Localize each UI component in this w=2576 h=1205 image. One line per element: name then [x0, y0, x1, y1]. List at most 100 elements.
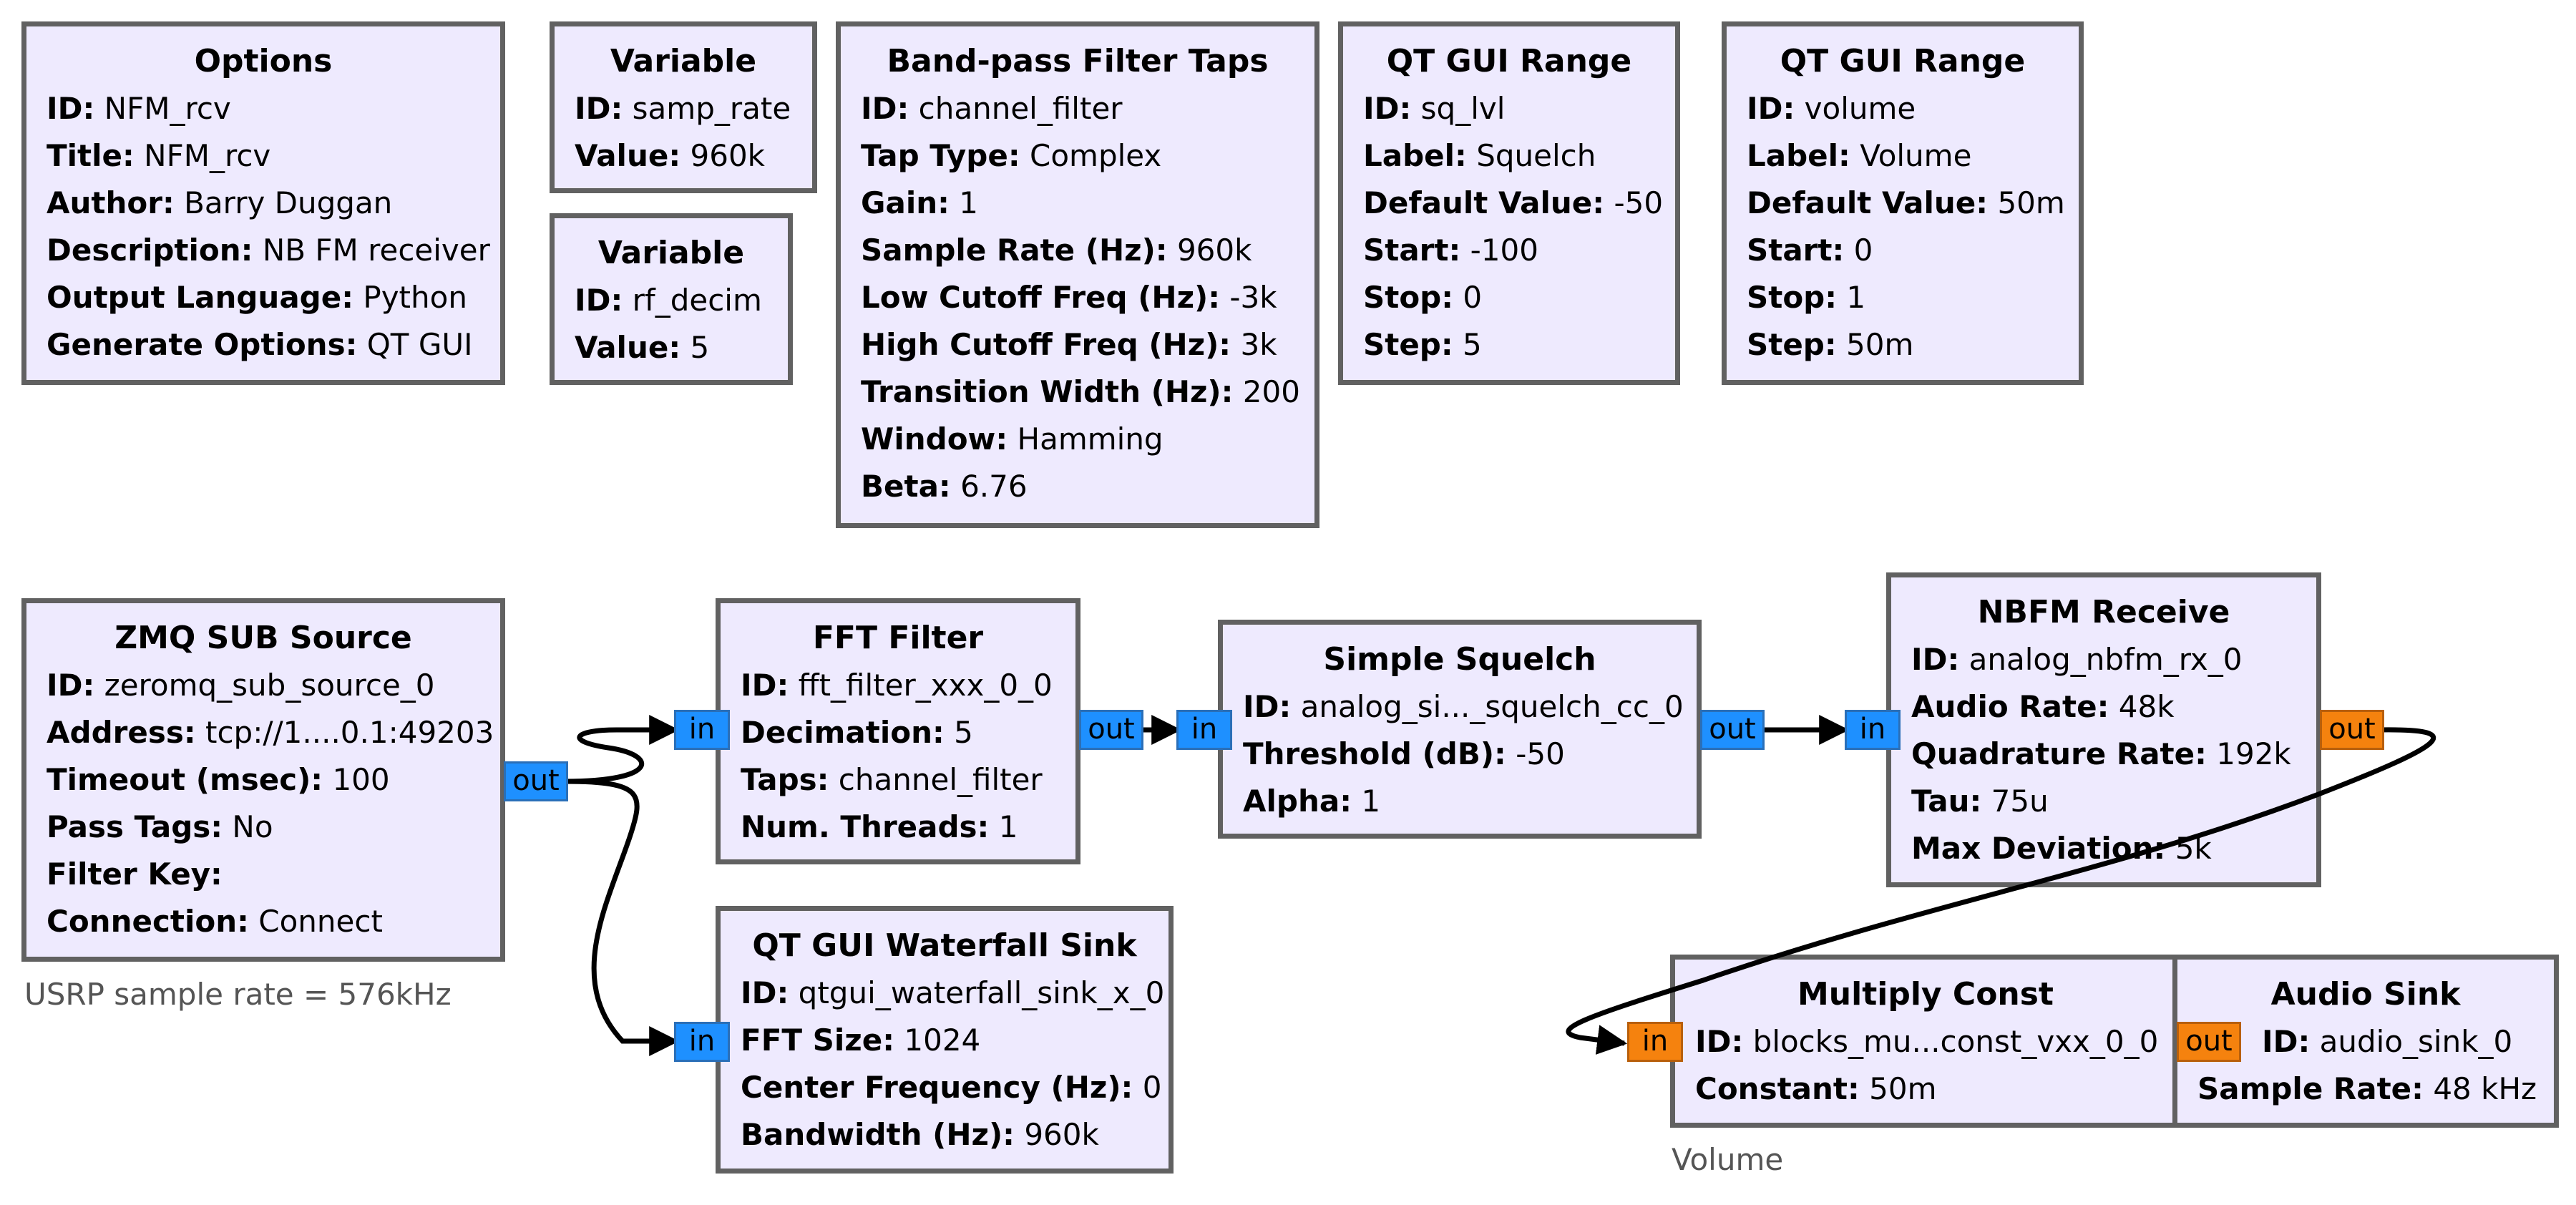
- qt-gui-waterfall-sink-block[interactable]: QT GUI Waterfall Sink ID: qtgui_waterfal…: [716, 906, 1174, 1174]
- param-name: Alpha:: [1243, 784, 1352, 819]
- multiply-in-port[interactable]: in: [1627, 1022, 1683, 1062]
- param-name: ID:: [861, 91, 909, 126]
- param-name: ID:: [47, 91, 95, 126]
- param-value: 960k: [1176, 233, 1252, 268]
- param-name: Start:: [1747, 233, 1845, 268]
- param-name: Audio Rate:: [1911, 689, 2109, 724]
- param-row: FFT Size: 1024: [721, 1017, 1169, 1064]
- param-name: FFT Size:: [741, 1023, 895, 1058]
- param-name: Connection:: [47, 904, 249, 939]
- param-row: Sample Rate (Hz): 960k: [841, 227, 1314, 274]
- param-row: ID: qtgui_waterfall_sink_x_0: [721, 970, 1169, 1017]
- wire-zmq-to-fft[interactable]: [565, 715, 680, 784]
- param-name: Center Frequency (Hz):: [741, 1070, 1133, 1105]
- nbfm-out-port[interactable]: out: [2320, 710, 2384, 750]
- param-value: 1: [1361, 784, 1381, 819]
- options-block[interactable]: Options ID: NFM_rcv Title: NFM_rcv Autho…: [21, 21, 505, 385]
- fft-filter-block[interactable]: FFT Filter ID: fft_filter_xxx_0_0 Decima…: [716, 598, 1080, 864]
- param-name: Start:: [1363, 233, 1461, 268]
- param-row: ID: samp_rate: [555, 85, 812, 132]
- param-name: Sample Rate:: [2197, 1071, 2424, 1106]
- param-row: Center Frequency (Hz): 0: [721, 1064, 1169, 1111]
- param-name: ID:: [1243, 689, 1292, 724]
- param-value: -50: [1516, 736, 1565, 771]
- param-name: ID:: [741, 975, 789, 1010]
- param-value: zeromq_sub_source_0: [104, 668, 435, 703]
- param-name: Step:: [1747, 327, 1837, 362]
- param-row: Num. Threads: 1: [721, 804, 1075, 851]
- block-title: FFT Filter: [812, 620, 984, 656]
- zmq-sub-source-block[interactable]: ZMQ SUB Source ID: zeromq_sub_source_0 A…: [21, 598, 505, 962]
- param-value: Squelch: [1476, 138, 1596, 173]
- param-name: Label:: [1363, 138, 1467, 173]
- param-value: 50m: [1997, 185, 2065, 220]
- param-row: ID: audio_sink_0: [2177, 1018, 2554, 1065]
- squelch-in-port[interactable]: in: [1176, 710, 1232, 750]
- block-title: Multiply Const: [1797, 976, 2054, 1013]
- param-value: 75u: [1991, 784, 2049, 819]
- param-name: Timeout (msec):: [47, 762, 323, 797]
- param-row: Label: Squelch: [1343, 132, 1675, 180]
- param-value: 48 kHz: [2433, 1071, 2537, 1106]
- param-row: Filter Key:: [26, 851, 500, 898]
- param-row: Start: 0: [1727, 227, 2079, 274]
- param-name: Author:: [47, 185, 175, 220]
- multiply-const-block[interactable]: Multiply Const ID: blocks_mu...const_vxx…: [1670, 955, 2181, 1128]
- param-value: tcp://1....0.1:49203: [205, 715, 494, 750]
- param-name: Num. Threads:: [741, 809, 990, 844]
- fft-in-port[interactable]: in: [674, 710, 730, 750]
- param-value: 960k: [690, 138, 766, 173]
- wire-zmq-to-waterfall[interactable]: [565, 779, 680, 1056]
- param-value: 1: [1846, 280, 1866, 315]
- param-row: ID: analog_nbfm_rx_0: [1891, 636, 2316, 683]
- param-value: rf_decim: [632, 283, 762, 318]
- waterfall-in-port[interactable]: in: [674, 1022, 730, 1062]
- param-value: 0: [1463, 280, 1483, 315]
- param-name: Transition Width (Hz):: [861, 374, 1234, 409]
- param-row: Bandwidth (Hz): 960k: [721, 1111, 1169, 1158]
- block-title: ZMQ SUB Source: [114, 620, 412, 656]
- param-row: Start: -100: [1343, 227, 1675, 274]
- param-name: Quadrature Rate:: [1911, 736, 2207, 771]
- param-value: Complex: [1030, 138, 1162, 173]
- param-value: Hamming: [1017, 421, 1163, 457]
- param-name: Filter Key:: [47, 857, 223, 892]
- variable-rf-decim-block[interactable]: Variable ID: rf_decim Value: 5: [550, 213, 793, 385]
- multiply-out-port[interactable]: out: [2177, 1022, 2241, 1062]
- squelch-out-port[interactable]: out: [1700, 710, 1765, 750]
- simple-squelch-block[interactable]: Simple Squelch ID: analog_si..._squelch_…: [1218, 620, 1702, 839]
- param-row: Taps: channel_filter: [721, 756, 1075, 804]
- param-name: Pass Tags:: [47, 809, 223, 844]
- param-value: 5: [954, 715, 973, 750]
- fft-out-port[interactable]: out: [1079, 710, 1143, 750]
- bandpass-filter-taps-block[interactable]: Band-pass Filter Taps ID: channel_filter…: [836, 21, 1319, 528]
- variable-samp-rate-block[interactable]: Variable ID: samp_rate Value: 960k: [550, 21, 817, 193]
- param-value: volume: [1804, 91, 1916, 126]
- nbfm-in-port[interactable]: in: [1845, 710, 1901, 750]
- param-row: Beta: 6.76: [841, 463, 1314, 510]
- block-title: QT GUI Range: [1386, 43, 1632, 79]
- param-row: Generate Options: QT GUI: [26, 321, 500, 369]
- wire-nbfm-to-multiply[interactable]: [1566, 727, 2436, 1055]
- qt-gui-range-squelch-block[interactable]: QT GUI Range ID: sq_lvl Label: Squelch D…: [1338, 21, 1680, 385]
- param-name: ID:: [741, 668, 789, 703]
- param-row: High Cutoff Freq (Hz): 3k: [841, 321, 1314, 369]
- param-name: ID:: [575, 91, 623, 126]
- param-value: -3k: [1229, 280, 1277, 315]
- block-title: Variable: [597, 235, 745, 271]
- param-row: Step: 50m: [1727, 321, 2079, 369]
- qt-gui-range-volume-block[interactable]: QT GUI Range ID: volume Label: Volume De…: [1722, 21, 2084, 385]
- block-title: NBFM Receive: [1977, 594, 2230, 630]
- zmq-out-port[interactable]: out: [504, 761, 568, 801]
- param-row: Stop: 1: [1727, 274, 2079, 321]
- param-row: Value: 5: [555, 324, 788, 371]
- nbfm-receive-block[interactable]: NBFM Receive ID: analog_nbfm_rx_0 Audio …: [1886, 572, 2321, 887]
- param-name: High Cutoff Freq (Hz):: [861, 327, 1231, 362]
- param-row: Default Value: -50: [1343, 180, 1675, 227]
- block-title: Audio Sink: [2270, 976, 2461, 1013]
- param-row: Connection: Connect: [26, 898, 500, 945]
- param-row: Gain: 1: [841, 180, 1314, 227]
- block-title: Options: [194, 43, 333, 79]
- param-name: Value:: [575, 330, 681, 365]
